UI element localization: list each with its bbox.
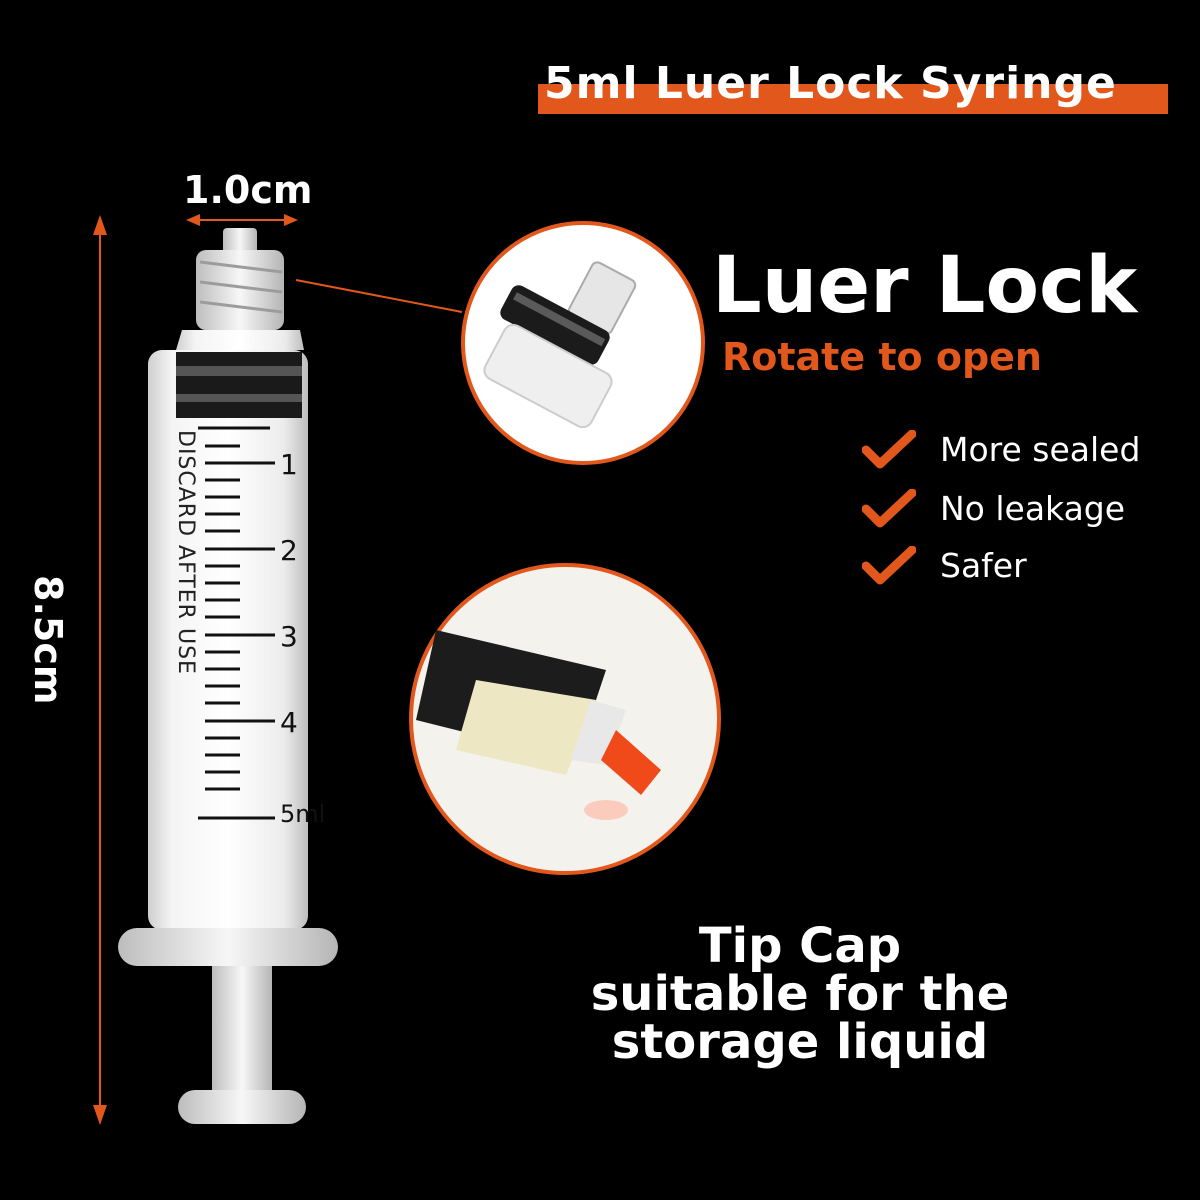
tip-cap-line: Tip Cap <box>698 918 902 974</box>
check-icon <box>862 546 916 585</box>
syringe-flange <box>118 928 338 966</box>
page-title: 5ml Luer Lock Syringe <box>544 58 1117 109</box>
luer-leader-line <box>295 279 463 313</box>
plunger-rod <box>212 966 272 1096</box>
feature-item-no-leakage: No leakage <box>862 484 1125 534</box>
syringe-barrel <box>148 350 308 930</box>
luer-lock-detail-circle <box>461 221 705 465</box>
tip-cap-line: storage liquid <box>611 1014 989 1070</box>
barrel-mark-2: 2 <box>280 534 298 567</box>
feature-label: More sealed <box>940 430 1141 469</box>
feature-label: Safer <box>940 546 1027 585</box>
width-label: 1.0cm <box>183 168 313 212</box>
feature-label: No leakage <box>940 489 1126 528</box>
luer-lock-heading: Luer Lock <box>712 241 1138 331</box>
barrel-mark-5ml: 5ml <box>280 800 326 828</box>
check-icon <box>862 430 916 469</box>
syringe-luer-tip <box>196 228 284 330</box>
tip-cap-caption: Tip Cap suitable for the storage liquid <box>580 922 1020 1066</box>
barrel-mark-3: 3 <box>280 620 298 653</box>
width-dimension-arrow <box>186 214 298 226</box>
tip-cap-line: suitable for the <box>590 966 1010 1022</box>
plunger-thumb-rest <box>178 1090 306 1124</box>
luer-lock-subtitle: Rotate to open <box>722 335 1042 379</box>
feature-item-more-sealed: More sealed <box>862 425 1140 475</box>
luer-lock-closeup <box>483 261 637 429</box>
tip-cap-closeup <box>416 630 661 820</box>
height-label: 8.5cm <box>26 575 70 705</box>
barrel-mark-1: 1 <box>280 448 298 481</box>
tip-cap-detail-circle <box>409 563 721 875</box>
check-icon <box>862 489 916 528</box>
title-underline-bar <box>538 84 1168 114</box>
barrel-side-text: DISCARD AFTER USE <box>173 430 198 675</box>
title-banner: 5ml Luer Lock Syringe <box>538 58 1168 114</box>
graduation-scale <box>198 426 275 820</box>
height-dimension-arrow <box>93 215 107 1125</box>
feature-item-safer: Safer <box>862 541 1027 591</box>
barrel-mark-4: 4 <box>280 706 298 739</box>
plunger-stopper <box>176 352 302 418</box>
